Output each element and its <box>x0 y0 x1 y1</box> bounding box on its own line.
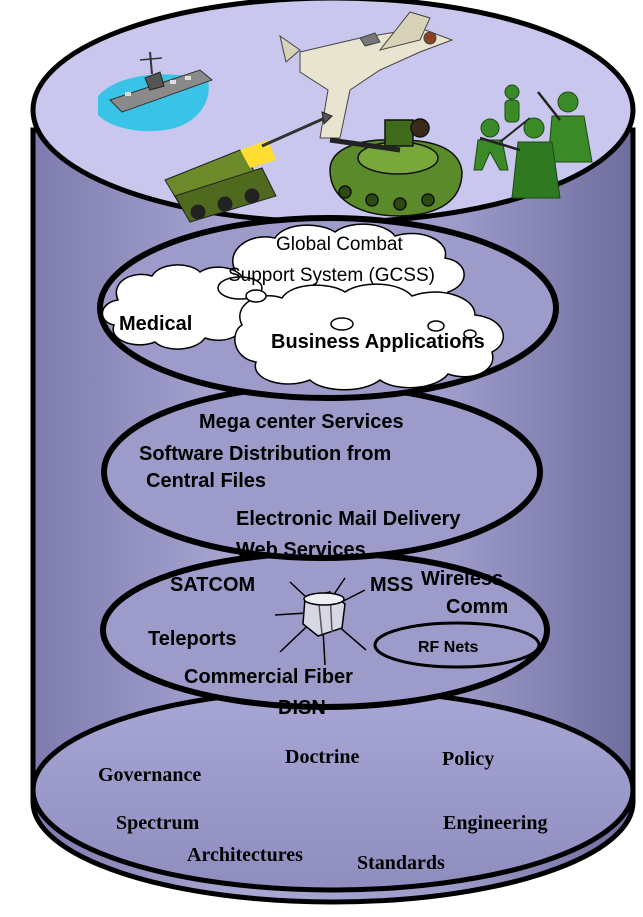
rf-nets-label: RF Nets <box>418 639 479 656</box>
web-services-label: Web Services <box>236 539 366 561</box>
spectrum-label: Spectrum <box>116 812 200 834</box>
tank-icon <box>329 118 463 217</box>
commercial-fiber-label: Commercial Fiber <box>184 666 353 688</box>
standards-label: Standards <box>357 852 445 874</box>
wireless-label-line2: Comm <box>446 596 509 618</box>
doctrine-label: Doctrine <box>285 746 360 768</box>
architectures-label: Architectures <box>187 844 303 866</box>
electronic-mail-label: Electronic Mail Delivery <box>236 508 461 530</box>
business-cloud-icon <box>234 283 504 391</box>
satellite-icon <box>274 577 367 666</box>
gcss-label-line1: Global Combat <box>276 234 403 255</box>
medical-label: Medical <box>119 313 193 335</box>
aircraft-carrier-icon <box>98 51 213 132</box>
rf-nets-ellipse <box>373 621 541 669</box>
governance-label: Governance <box>98 764 202 786</box>
megacenter-services-label: Mega center Services <box>199 411 404 433</box>
policy-label: Policy <box>442 748 495 770</box>
satcom-label: SATCOM <box>170 574 256 596</box>
teleports-label: Teleports <box>148 628 237 650</box>
gcss-label-line2: Support System (GCSS) <box>228 265 435 286</box>
disn-label: DISN <box>278 697 326 719</box>
business-applications-label: Business Applications <box>271 331 485 353</box>
cloud-bubbles <box>217 276 477 339</box>
software-distribution-label-line2: Central Files <box>146 470 267 492</box>
mss-label: MSS <box>370 574 414 596</box>
missile-launcher-icon <box>164 111 333 223</box>
soldiers-icon <box>473 84 593 199</box>
foundation-ellipse <box>30 687 636 893</box>
wireless-label-line1: Wireless <box>421 568 504 590</box>
software-distribution-label-line1: Software Distribution from <box>139 443 392 465</box>
fighter-jet-icon <box>279 11 454 139</box>
engineering-label: Engineering <box>443 812 548 834</box>
